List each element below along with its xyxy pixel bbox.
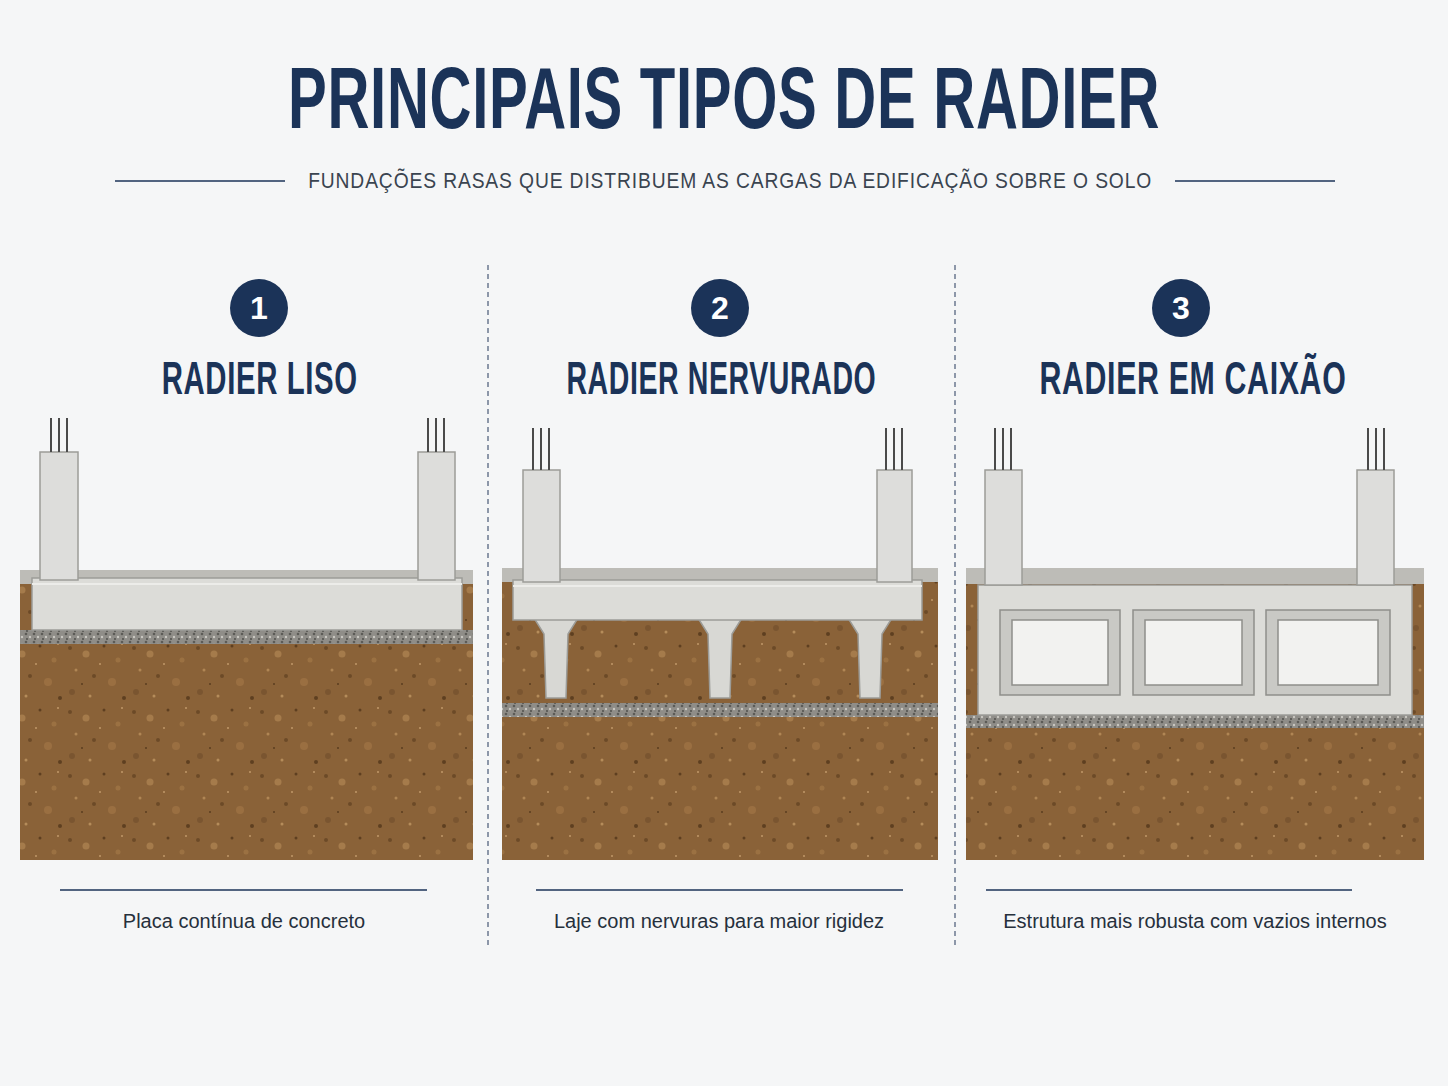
description: Laje com nervuras para maior rigidez xyxy=(554,910,884,933)
description: Estrutura mais robusta com vazios intern… xyxy=(1003,910,1387,933)
callout-number: 2 xyxy=(711,292,729,324)
description: Placa contínua de concreto xyxy=(123,910,365,933)
callout-circle: 3 xyxy=(1152,279,1210,337)
callout-circle: 2 xyxy=(691,279,749,337)
type-heading: RADIER NERVURADO xyxy=(566,352,876,405)
callout-number: 3 xyxy=(1172,292,1190,324)
callout-circle: 1 xyxy=(230,279,288,337)
title: PRINCIPAIS TIPOS DE RADIER xyxy=(288,47,1160,148)
subtitle: FUNDAÇÕES RASAS QUE DISTRIBUEM AS CARGAS… xyxy=(308,168,1152,193)
type-heading: RADIER EM CAIXÃO xyxy=(1040,352,1347,405)
callout-number: 1 xyxy=(250,292,268,324)
type-heading: RADIER LISO xyxy=(162,352,358,405)
